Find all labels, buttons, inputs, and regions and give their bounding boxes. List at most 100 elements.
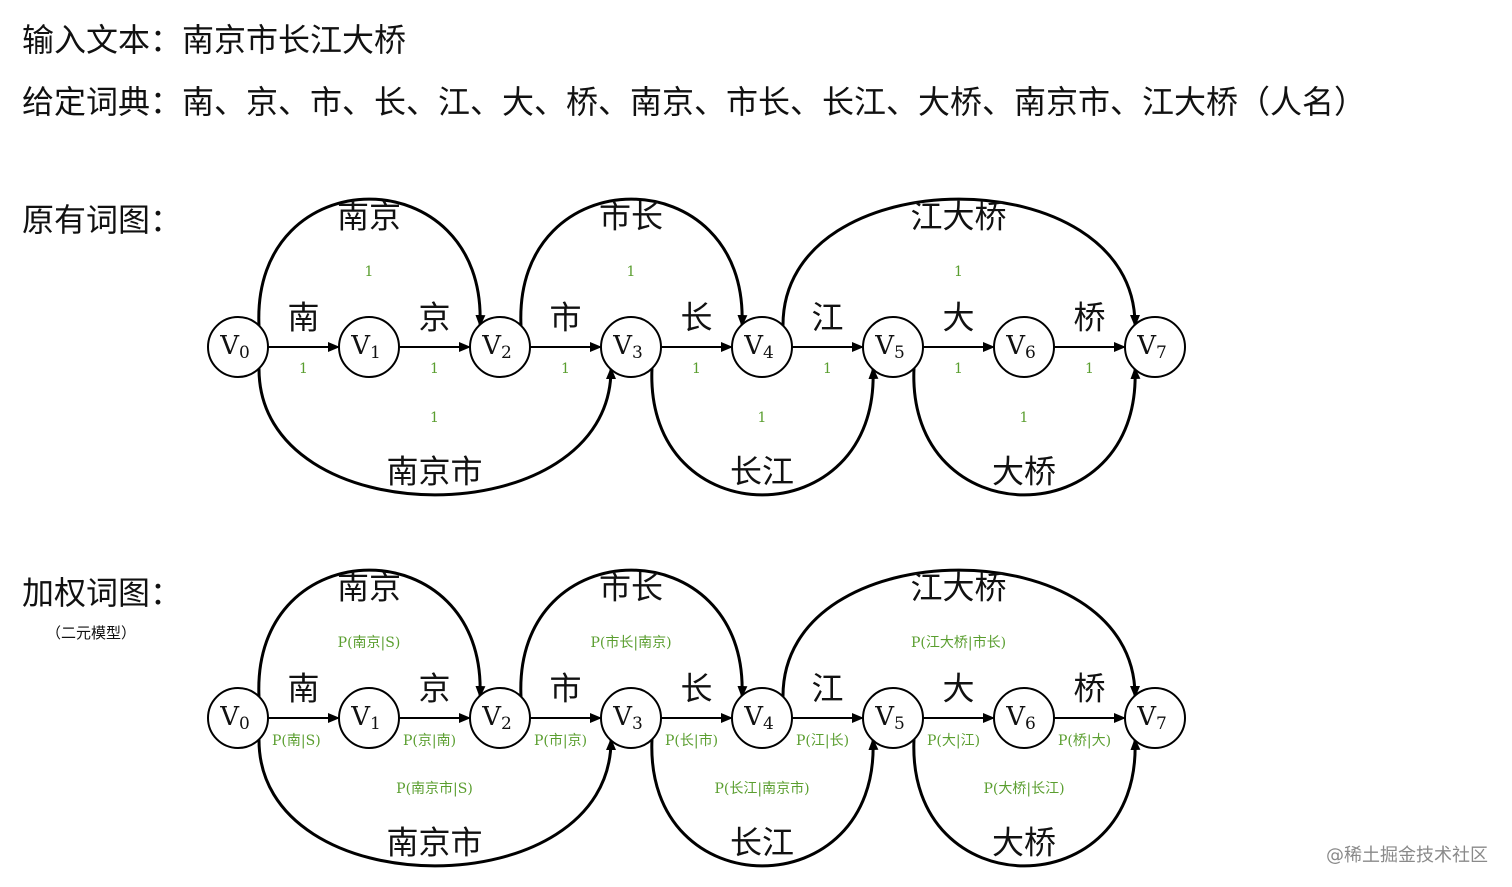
original-bottom-arc-weight-1: 1 bbox=[758, 410, 767, 426]
original-node-circle-5 bbox=[862, 316, 924, 378]
original-node-v3: V3 bbox=[600, 316, 662, 378]
weighted-node-v2: V2 bbox=[469, 687, 531, 749]
original-node-v1: V1 bbox=[338, 316, 400, 378]
weighted-top-arc-weight-0: P(南京|S) bbox=[338, 635, 401, 651]
original-bottom-arc-1 bbox=[650, 367, 879, 497]
weighted-node-label-4: V4 bbox=[743, 702, 774, 734]
input-label: 输入文本： bbox=[22, 21, 183, 59]
weighted-node-label-0: V0 bbox=[219, 702, 250, 734]
original-top-arc-word-0: 南京 bbox=[337, 198, 401, 236]
weighted-bottom-arc-0 bbox=[257, 738, 616, 868]
weighted-top-arc-word-2: 江大桥 bbox=[910, 569, 1006, 607]
weighted-node-label-7: V7 bbox=[1136, 702, 1167, 734]
watermark: @稀土掘金技术社区 bbox=[1326, 845, 1488, 866]
weighted-node-circle-4 bbox=[731, 687, 793, 749]
weighted-node-label-2: V2 bbox=[481, 702, 512, 734]
original-bottom-arc-word-0: 南京市 bbox=[386, 453, 482, 491]
weighted-edge-word-4: 江 bbox=[811, 670, 843, 708]
weighted-bottom-arc-weight-1: P(长江|南京市) bbox=[714, 780, 809, 797]
original-node-label-3: V3 bbox=[612, 331, 643, 363]
weighted-node-circle-2 bbox=[469, 687, 531, 749]
weighted-graph: 南P(南|S)京P(京|南)市P(市|京)长P(长|市)江P(江|长)大P(大|… bbox=[207, 568, 1186, 868]
original-top-arc-0 bbox=[257, 197, 486, 327]
original-node-circle-7 bbox=[1124, 316, 1186, 378]
original-bottom-arc-word-1: 长江 bbox=[730, 453, 794, 491]
weighted-node-circle-3 bbox=[600, 687, 662, 749]
original-node-circle-0 bbox=[207, 316, 269, 378]
original-edge-word-1: 京 bbox=[418, 299, 450, 337]
original-node-circle-4 bbox=[731, 316, 793, 378]
original-node-v7: V7 bbox=[1124, 316, 1186, 378]
weighted-node-v7: V7 bbox=[1124, 687, 1186, 749]
input-text: 南京市长江大桥 bbox=[182, 21, 407, 59]
original-node-circle-2 bbox=[469, 316, 531, 378]
original-bottom-arc-2 bbox=[912, 367, 1141, 497]
dictionary-label: 给定词典： bbox=[22, 83, 183, 121]
weighted-bottom-arc-word-2: 大桥 bbox=[992, 824, 1056, 862]
original-edge-word-6: 桥 bbox=[1073, 299, 1105, 337]
weighted-node-v6: V6 bbox=[993, 687, 1055, 749]
weighted-node-v3: V3 bbox=[600, 687, 662, 749]
original-top-arc-weight-2: 1 bbox=[954, 264, 963, 280]
original-edge-weight-2: 1 bbox=[561, 361, 570, 377]
original-edge-weight-0: 1 bbox=[299, 361, 308, 377]
weighted-top-arc-word-1: 市长 bbox=[599, 569, 663, 607]
weighted-node-v0: V0 bbox=[207, 687, 269, 749]
weighted-node-v5: V5 bbox=[862, 687, 924, 749]
original-edge-word-0: 南 bbox=[287, 299, 319, 337]
weighted-edge-weight-6: P(桥|大) bbox=[1058, 733, 1111, 749]
original-node-label-6: V6 bbox=[1005, 331, 1036, 363]
original-node-label-0: V0 bbox=[219, 331, 250, 363]
weighted-top-arc-2 bbox=[781, 568, 1140, 698]
weighted-bottom-arc-1 bbox=[650, 738, 879, 868]
original-bottom-arc-weight-2: 1 bbox=[1020, 410, 1029, 426]
weighted-edge-weight-1: P(京|南) bbox=[403, 733, 456, 749]
dictionary-text: 南、京、市、长、江、大、桥、南京、市长、长江、大桥、南京市、江大桥（人名） bbox=[182, 83, 1367, 121]
weighted-edge-word-0: 南 bbox=[287, 670, 319, 708]
weighted-bottom-arc-weight-2: P(大桥|长江) bbox=[983, 781, 1064, 797]
weighted-graph-subtitle: （二元模型） bbox=[46, 624, 137, 642]
weighted-bottom-arc-2 bbox=[912, 738, 1141, 868]
weighted-edge-word-2: 市 bbox=[549, 670, 581, 708]
weighted-edge-weight-4: P(江|长) bbox=[796, 733, 849, 749]
original-bottom-arc-word-2: 大桥 bbox=[992, 453, 1056, 491]
original-node-v6: V6 bbox=[993, 316, 1055, 378]
weighted-node-label-6: V6 bbox=[1005, 702, 1036, 734]
original-edge-word-2: 市 bbox=[549, 299, 581, 337]
weighted-node-circle-5 bbox=[862, 687, 924, 749]
original-top-arc-weight-1: 1 bbox=[627, 264, 636, 280]
weighted-top-arc-0 bbox=[257, 568, 486, 698]
weighted-node-circle-0 bbox=[207, 687, 269, 749]
original-edge-weight-4: 1 bbox=[823, 361, 832, 377]
weighted-node-label-1: V1 bbox=[350, 702, 381, 734]
original-top-arc-weight-0: 1 bbox=[365, 264, 374, 280]
original-node-v0: V0 bbox=[207, 316, 269, 378]
weighted-edge-word-1: 京 bbox=[418, 670, 450, 708]
original-graph-title: 原有词图： bbox=[22, 201, 183, 239]
weighted-top-arc-1 bbox=[519, 568, 748, 698]
dictionary-line: 给定词典：南、京、市、长、江、大、桥、南京、市长、长江、大桥、南京市、江大桥（人… bbox=[22, 82, 1366, 122]
original-bottom-arc-0 bbox=[257, 367, 616, 497]
original-edge-weight-1: 1 bbox=[430, 361, 439, 377]
weighted-node-circle-1 bbox=[338, 687, 400, 749]
weighted-node-label-5: V5 bbox=[874, 702, 905, 734]
input-line: 输入文本：南京市长江大桥 bbox=[22, 20, 406, 60]
original-edge-weight-3: 1 bbox=[692, 361, 701, 377]
weighted-edge-weight-3: P(长|市) bbox=[665, 732, 718, 749]
original-node-label-1: V1 bbox=[350, 331, 381, 363]
weighted-top-arc-weight-2: P(江大桥|市长) bbox=[911, 634, 1006, 651]
weighted-edge-word-3: 长 bbox=[680, 670, 712, 708]
weighted-bottom-arc-word-1: 长江 bbox=[730, 824, 794, 862]
weighted-edge-word-5: 大 bbox=[942, 670, 974, 708]
original-top-arc-2 bbox=[781, 197, 1140, 327]
original-edge-word-5: 大 bbox=[942, 299, 974, 337]
original-edge-word-4: 江 bbox=[811, 299, 843, 337]
original-top-arc-word-1: 市长 bbox=[599, 198, 663, 236]
original-bottom-arc-weight-0: 1 bbox=[430, 410, 439, 426]
original-node-label-4: V4 bbox=[743, 331, 774, 363]
original-node-label-7: V7 bbox=[1136, 331, 1167, 363]
weighted-bottom-arc-word-0: 南京市 bbox=[386, 824, 482, 862]
original-top-arc-word-2: 江大桥 bbox=[910, 198, 1006, 236]
weighted-node-label-3: V3 bbox=[612, 702, 643, 734]
